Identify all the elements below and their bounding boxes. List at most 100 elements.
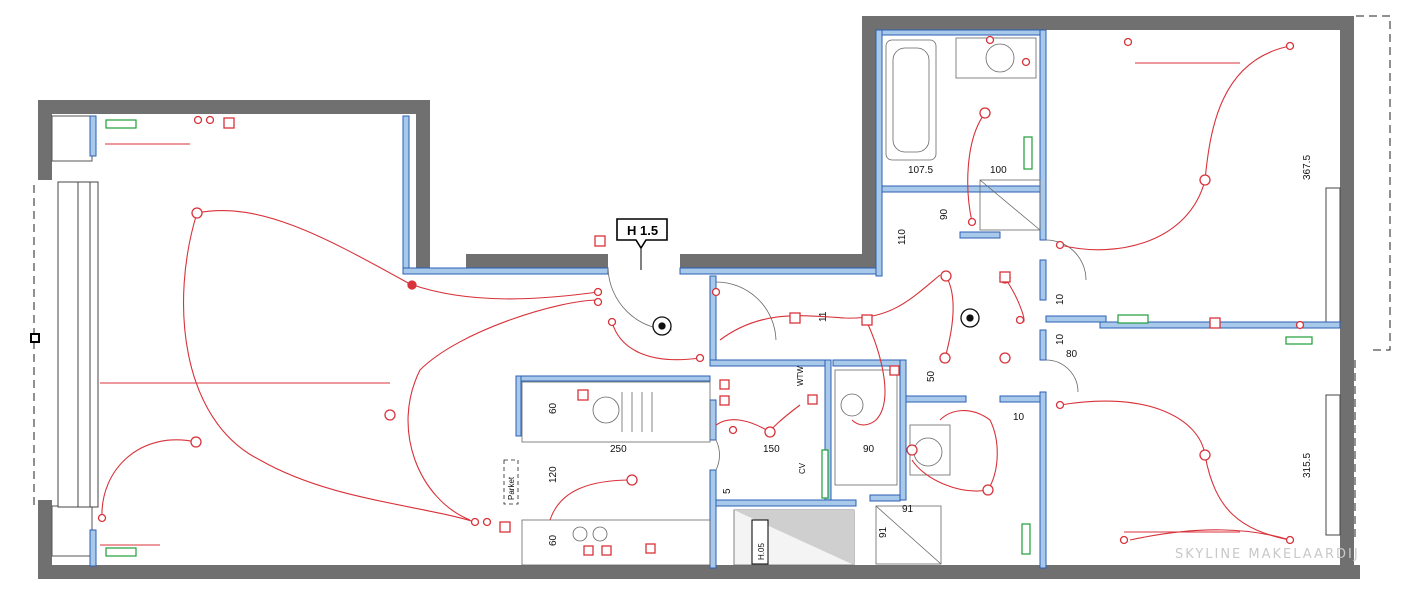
light-point-icon	[1199, 449, 1211, 461]
socket-icon	[607, 317, 617, 327]
junction-box-icon	[861, 314, 873, 326]
junction-box-icon	[889, 365, 900, 376]
kitchen-counter-bottom	[521, 519, 711, 566]
light-point-icon	[190, 436, 202, 448]
dimension-11: 11	[818, 311, 829, 322]
dimension-10-a: 10	[1055, 293, 1066, 305]
kitchen-counter-top	[521, 381, 711, 443]
junction-box-icon	[601, 545, 612, 556]
light-point-icon	[999, 352, 1011, 364]
dimension-120: 120	[548, 466, 559, 483]
level-marker: H 1.5	[616, 218, 668, 270]
junction-box-icon	[1209, 317, 1221, 329]
radiator-icon	[1117, 314, 1149, 324]
dimension-5: 5	[722, 488, 733, 494]
radiators	[105, 119, 1313, 557]
room-label-parket: Parket	[507, 476, 516, 500]
dimension-107-5: 107.5	[908, 165, 933, 176]
socket-icon	[1285, 41, 1295, 51]
socket-icon	[967, 217, 977, 227]
socket-icon	[711, 287, 721, 297]
junction-box-icon	[719, 379, 730, 390]
dimension-367-5: 367.5	[1302, 155, 1313, 180]
socket-icon	[470, 517, 480, 527]
light-point-icon	[939, 352, 951, 364]
dimension-60-bottom: 60	[548, 534, 559, 546]
socket-icon	[205, 115, 215, 125]
dimension-90-top: 90	[939, 208, 950, 220]
socket-icon	[985, 35, 995, 45]
dimension-10-c: 10	[1013, 412, 1025, 423]
exterior-walls	[30, 15, 1391, 579]
light-point-icon	[626, 474, 638, 486]
junction-box-icon	[594, 235, 606, 247]
socket-icon	[1021, 57, 1031, 67]
socket-icon	[193, 115, 203, 125]
light-point-icon	[384, 409, 396, 421]
electrical-wiring	[100, 45, 1291, 546]
dimension-80: 80	[1066, 349, 1078, 360]
socket-icon	[1295, 320, 1305, 330]
shower	[875, 505, 942, 565]
light-point-icon	[1199, 174, 1211, 186]
junction-box-icon	[719, 395, 730, 406]
level-marker-label: H 1.5	[627, 223, 658, 238]
junction-box-icon	[577, 389, 589, 401]
dimension-90-mid: 90	[863, 444, 875, 455]
dimension-10-b: 10	[1055, 333, 1066, 345]
light-point-icon	[407, 280, 417, 290]
junction-box-icon	[583, 545, 594, 556]
bathtub	[885, 39, 937, 161]
junction-box-icon	[999, 271, 1011, 283]
junction-box-icon	[223, 117, 235, 129]
room-label-cv: CV	[798, 462, 807, 474]
dimension-150: 150	[763, 444, 780, 455]
dimension-60-top: 60	[548, 402, 559, 414]
dimension-250: 250	[610, 444, 627, 455]
bathroom-sink	[955, 37, 1037, 79]
socket-icon	[695, 353, 705, 363]
radiator-icon	[105, 547, 137, 557]
watermark-text: SKYLINE MAKELAARDIJ	[1175, 547, 1360, 562]
socket-icon	[1015, 315, 1025, 325]
radiator-icon	[821, 449, 829, 499]
socket-icon	[593, 297, 603, 307]
ceiling-fixtures	[652, 308, 980, 336]
junction-box-icon	[499, 521, 511, 533]
junction-box-icon	[645, 543, 656, 554]
dimension-91-b: 91	[878, 526, 889, 538]
socket-icon	[97, 513, 107, 523]
dimension-50: 50	[926, 370, 937, 382]
light-point-icon	[191, 207, 203, 219]
toilet-2	[913, 437, 943, 467]
socket-icon	[1119, 535, 1129, 545]
room-label-hws: H.05	[757, 543, 766, 560]
radiator-icon	[1021, 523, 1031, 555]
dimension-91-a: 91	[902, 504, 914, 515]
socket-icon	[1055, 400, 1065, 410]
socket-icon	[1123, 37, 1133, 47]
dimension-labels: 107.5 100 90 110 11 10 10 80 50 10 60 25…	[548, 155, 1313, 546]
light-point-icon	[982, 484, 994, 496]
light-point-icon	[906, 444, 918, 456]
watermark: SKYLINE MAKELAARDIJ	[1175, 547, 1360, 562]
light-point-icon	[979, 107, 991, 119]
junction-box-icon	[789, 312, 801, 324]
radiator-icon	[1285, 336, 1313, 345]
junction-box-icon	[807, 394, 818, 405]
room-labels: Parket CV WTW H.05	[503, 366, 807, 565]
dimension-315-5: 315.5	[1302, 453, 1313, 478]
electrical-symbols	[97, 35, 1305, 556]
dimension-110: 110	[897, 229, 908, 245]
socket-icon	[593, 287, 603, 297]
socket-icon	[1055, 240, 1065, 250]
light-point-icon	[940, 270, 952, 282]
dimension-100: 100	[990, 165, 1007, 176]
radiator-icon	[105, 119, 137, 129]
toilet	[840, 393, 864, 417]
light-point-icon	[764, 426, 776, 438]
room-label-wtw: WTW	[796, 366, 805, 386]
socket-icon	[1285, 535, 1295, 545]
fixtures	[521, 37, 1087, 566]
